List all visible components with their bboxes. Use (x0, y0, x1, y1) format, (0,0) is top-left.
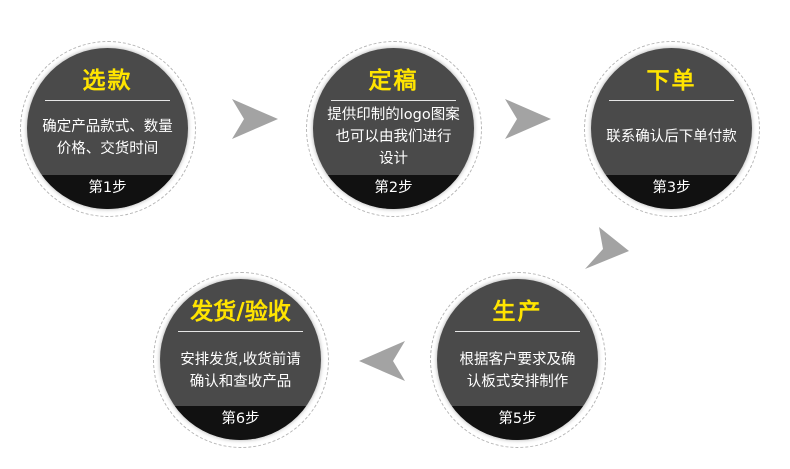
step-3-divider (609, 100, 734, 101)
step-5-disc: 生产 根据客户要求及确 认板式安排制作 第5步 (437, 279, 598, 440)
step-3-circle: 下单 联系确认后下单付款 第3步 (584, 41, 760, 217)
step-2-desc-line-3: 设计 (379, 151, 408, 167)
step-1-desc-line-1: 确定产品款式、数量 (42, 119, 173, 135)
step-2-circle: 定稿 提供印制的logo图案 也可以由我们进行 设计 第2步 (306, 41, 482, 217)
step-2-desc-line-2: 也可以由我们进行 (335, 129, 452, 145)
step-6-circle: 发货/验收 安排发货,收货前请 确认和查收产品 第6步 (153, 272, 329, 448)
step-1-label: 第1步 (27, 175, 188, 209)
step-6-description: 安排发货,收货前请 确认和查收产品 (168, 349, 313, 393)
step-5-desc-line-1: 根据客户要求及确 (459, 352, 576, 368)
step-2-disc: 定稿 提供印制的logo图案 也可以由我们进行 设计 第2步 (313, 48, 474, 209)
step-5-label: 第5步 (437, 406, 598, 440)
step-3-description: 联系确认后下单付款 (599, 126, 744, 148)
step-3-desc-line-1: 联系确认后下单付款 (606, 129, 737, 145)
step-1-title: 选款 (82, 68, 133, 94)
step-1-description: 确定产品款式、数量 价格、交货时间 (35, 116, 180, 160)
arrow-down-left-icon (585, 227, 629, 269)
step-6-divider (178, 331, 303, 332)
step-5-divider (455, 331, 580, 332)
step-2-divider (331, 100, 456, 101)
arrow-left-icon (359, 341, 405, 381)
step-6-title: 发货/验收 (190, 299, 291, 325)
step-5-description: 根据客户要求及确 认板式安排制作 (445, 349, 590, 393)
step-2-label: 第2步 (313, 175, 474, 209)
step-2-desc-line-1: 提供印制的logo图案 (327, 107, 460, 123)
arrow-right-icon (505, 99, 551, 139)
step-2-description: 提供印制的logo图案 也可以由我们进行 设计 (321, 104, 466, 170)
step-6-desc-line-1: 安排发货,收货前请 (180, 352, 301, 368)
step-6-desc-line-2: 确认和查收产品 (189, 374, 292, 390)
step-1-circle: 选款 确定产品款式、数量 价格、交货时间 第1步 (20, 41, 196, 217)
step-5-title: 生产 (492, 299, 543, 325)
step-3-title: 下单 (646, 68, 697, 94)
step-3-label: 第3步 (591, 175, 752, 209)
step-5-circle: 生产 根据客户要求及确 认板式安排制作 第5步 (430, 272, 606, 448)
step-2-title: 定稿 (368, 68, 419, 94)
step-3-disc: 下单 联系确认后下单付款 第3步 (591, 48, 752, 209)
step-6-disc: 发货/验收 安排发货,收货前请 确认和查收产品 第6步 (160, 279, 321, 440)
step-5-desc-line-2: 认板式安排制作 (466, 374, 569, 390)
step-6-label: 第6步 (160, 406, 321, 440)
arrow-right-icon (232, 99, 278, 139)
step-1-divider (45, 100, 170, 101)
step-1-disc: 选款 确定产品款式、数量 价格、交货时间 第1步 (27, 48, 188, 209)
step-1-desc-line-2: 价格、交货时间 (56, 141, 159, 157)
